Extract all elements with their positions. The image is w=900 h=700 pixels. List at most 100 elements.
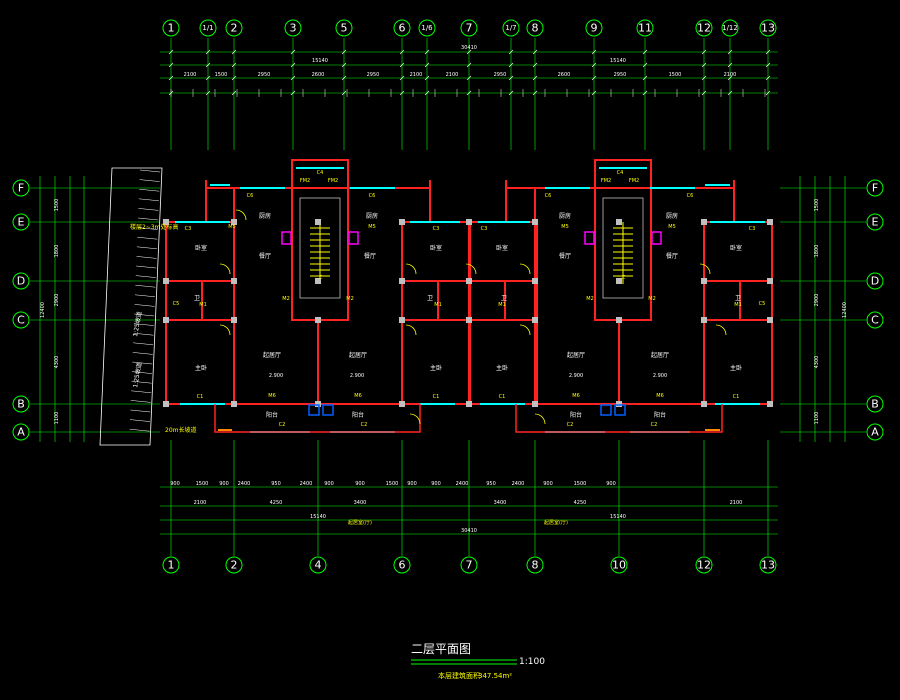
dim-tick xyxy=(508,90,514,96)
dim-note: 起居室(厅) xyxy=(544,519,568,526)
axis-bubble-top xyxy=(502,19,520,37)
ramp-step xyxy=(139,169,161,173)
room-label: 起居厅 xyxy=(349,351,367,359)
axis-label-top: 1 xyxy=(168,22,175,35)
bathroom-label: 卫 xyxy=(501,295,507,302)
door-window-tag: C1 xyxy=(197,394,204,400)
room-label: 起居厅 xyxy=(651,351,669,359)
dim-top-chain: 2100 xyxy=(184,72,197,78)
axis-label-top: 12 xyxy=(697,22,711,35)
dim-tick xyxy=(168,49,174,55)
axis-label-left: D xyxy=(17,275,25,288)
dim-tick xyxy=(231,62,237,68)
axis-label-right: D xyxy=(871,275,879,288)
door-swing xyxy=(534,413,546,425)
dim-bottom-chain: 900 xyxy=(543,481,553,487)
dim-tick xyxy=(701,49,707,55)
axis-bubble-top xyxy=(526,19,544,37)
dim-overall-top: 30410 xyxy=(461,45,477,51)
door-window-tag: C3 xyxy=(185,226,192,232)
ramp-note: 1:25坡道 xyxy=(131,362,143,388)
ramp-step xyxy=(136,256,157,259)
ramp-step xyxy=(131,380,152,384)
dim-tick xyxy=(642,62,648,68)
column xyxy=(399,219,405,225)
door-window-tag: M2 xyxy=(648,296,656,302)
ramp-step xyxy=(134,304,155,307)
ramp-step xyxy=(129,428,150,432)
dim-right-chain: 4300 xyxy=(814,356,820,369)
dim-top-chain: 2950 xyxy=(367,72,380,78)
dim-bottom-chain: 950 xyxy=(271,481,281,487)
axis-bubble-left xyxy=(12,272,30,290)
dim-tick xyxy=(466,90,472,96)
dim-tick xyxy=(508,62,514,68)
dim-tick xyxy=(205,62,211,68)
dim-top-chain: 2100 xyxy=(724,72,737,78)
ramp-step xyxy=(130,400,151,403)
column xyxy=(466,317,472,323)
ramp-step xyxy=(131,371,152,374)
ramp-step xyxy=(129,419,151,422)
axis-bubble-top xyxy=(585,19,603,37)
door-window-tag: FM2 xyxy=(328,178,338,184)
stair-shaft xyxy=(594,159,652,321)
dim-tick xyxy=(341,49,347,55)
dim-left-chain: 2900 xyxy=(54,294,60,307)
dim-right-chain: 2900 xyxy=(814,294,820,307)
axis-label-top: 13 xyxy=(761,22,775,35)
dim-tick xyxy=(231,75,237,81)
door-swing xyxy=(219,263,231,275)
column xyxy=(616,278,622,284)
dim-top-chain: 2600 xyxy=(312,72,325,78)
dim-tick xyxy=(205,90,211,96)
column xyxy=(163,401,169,407)
dim-tick xyxy=(290,90,296,96)
axis-bubble-top xyxy=(721,19,739,37)
axis-bubble-top xyxy=(759,19,777,37)
room-label: 餐厅 xyxy=(666,252,678,260)
column xyxy=(466,401,472,407)
door-window-tag: FM2 xyxy=(300,178,310,184)
door-swing xyxy=(699,263,711,275)
column xyxy=(532,219,538,225)
axis-label-left: C xyxy=(17,314,25,327)
dim-tick xyxy=(508,75,514,81)
axis-label-left: A xyxy=(17,426,25,439)
dim-bottom-chain: 1500 xyxy=(196,481,209,487)
ramp-step xyxy=(130,409,151,413)
axis-bubble-top xyxy=(225,19,243,37)
axis-bubble-right xyxy=(866,179,884,197)
room-label: 厨房 xyxy=(666,212,678,220)
shaft-box xyxy=(281,231,292,245)
dim-tick xyxy=(341,90,347,96)
door-window-tag: M2 xyxy=(586,296,594,302)
dim-tick xyxy=(642,90,648,96)
dim-tick xyxy=(424,75,430,81)
room-label: 主卧 xyxy=(430,364,442,372)
column xyxy=(466,219,472,225)
ramp-outline xyxy=(99,167,163,446)
dim-top-chain: 1500 xyxy=(215,72,228,78)
ramp-step xyxy=(138,198,159,202)
axis-label-right: E xyxy=(872,216,879,229)
axis-bubble-right xyxy=(866,213,884,231)
dim-left-total: 12400 xyxy=(40,302,46,318)
dim-tick xyxy=(532,62,538,68)
ramp-step xyxy=(131,390,152,394)
balcony-edge xyxy=(515,404,723,433)
drawing-title: 二层平面图 xyxy=(411,642,471,656)
dim-tick xyxy=(727,75,733,81)
axis-label-left: B xyxy=(17,398,25,411)
room-label: 餐厅 xyxy=(559,252,571,260)
side-note: 20m长坡道 xyxy=(165,426,196,434)
dim-half-top: 15140 xyxy=(312,58,328,64)
ramp-step xyxy=(133,342,154,346)
axis-bubble-bottom xyxy=(309,556,327,574)
dim-right-chain: 1800 xyxy=(814,245,820,258)
axis-label-bottom: 12 xyxy=(697,559,711,572)
dim-right-chain: 1100 xyxy=(814,412,820,425)
axis-bubble-bottom xyxy=(526,556,544,574)
column xyxy=(315,401,321,407)
